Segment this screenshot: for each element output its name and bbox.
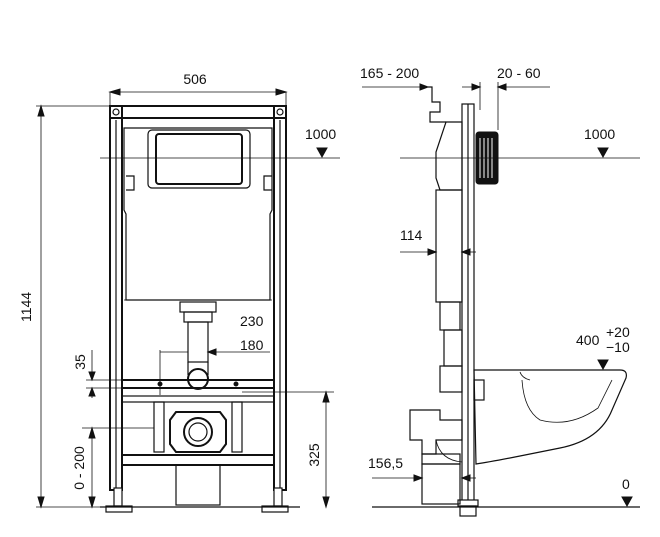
width-label: 506 <box>183 71 207 87</box>
height-adjust-label: 0 - 200 <box>71 446 87 490</box>
depth-dimension: 165 - 200 <box>360 65 446 123</box>
feet <box>105 487 289 513</box>
front-view: 1144 506 <box>18 71 340 513</box>
wall-label: 20 - 60 <box>497 65 541 81</box>
depth-label: 165 - 200 <box>360 65 419 81</box>
height-dimension: 1144 <box>18 104 110 509</box>
front-level-marker: 1000 <box>100 126 340 159</box>
side-level-label: 1000 <box>584 126 615 142</box>
lower-frame <box>121 379 275 506</box>
height-adjust-dimension: 0 - 200 <box>71 426 154 509</box>
bowl-height-marker: 400 +20 −10 <box>576 324 630 371</box>
bowl-tolerance-plus: +20 <box>606 324 630 340</box>
waste-connector <box>409 409 463 505</box>
height-label: 1144 <box>18 292 34 322</box>
outlet-height-label: 230 <box>240 313 264 329</box>
cistern <box>123 127 273 301</box>
pan-label: 156,5 <box>368 455 403 471</box>
waste-label: 325 <box>306 443 322 467</box>
wc-bowl <box>473 369 627 465</box>
waste-dimension: 325 <box>242 390 334 509</box>
side-cistern <box>435 121 463 393</box>
pan-dimension: 156,5 <box>368 455 476 482</box>
side-floor-marker: 0 <box>372 476 640 508</box>
side-frame <box>457 103 479 517</box>
front-level-label: 1000 <box>305 126 336 142</box>
frame <box>109 105 287 491</box>
drain-pipe <box>179 301 217 390</box>
side-level-marker: 1000 <box>400 126 640 159</box>
width-dimension: 506 <box>108 71 288 106</box>
outlet-dimensions: 230 180 <box>159 313 270 395</box>
outlet-offset-label: 180 <box>240 337 264 353</box>
side-view: 165 - 200 20 - 60 <box>360 65 640 517</box>
cistern-label: 114 <box>400 227 423 243</box>
bowl-tolerance-minus: −10 <box>606 339 630 355</box>
floor-label: 0 <box>622 476 630 492</box>
bowl-height-label: 400 <box>576 332 600 348</box>
wall-dimension: 20 - 60 <box>462 65 550 130</box>
cistern-dimension: 114 <box>400 227 476 256</box>
inlet-label: 35 <box>72 354 88 370</box>
inlet-dimension: 35 <box>72 350 122 398</box>
